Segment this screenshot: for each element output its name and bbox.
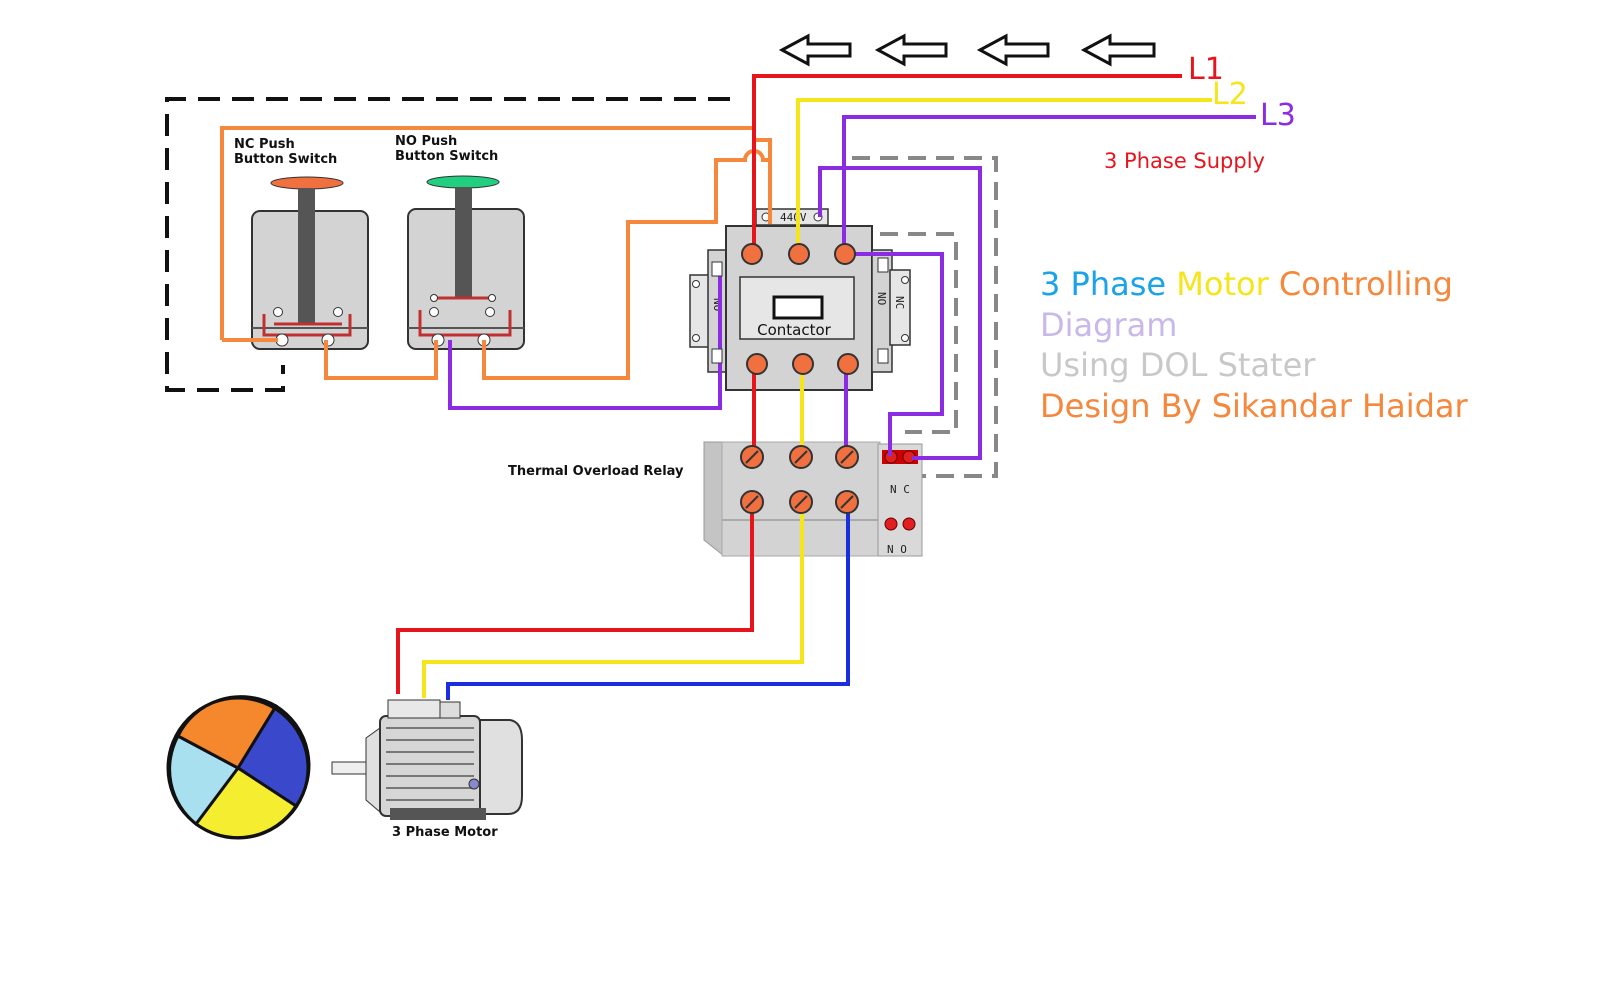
wire-motor-l3 [446, 502, 850, 700]
contactor-aux-right-no-label: NO [875, 292, 888, 305]
aux-enclosure-outline [880, 232, 958, 434]
contactor-coil-voltage: 440V [780, 211, 807, 224]
contactor-aux-left-label: NO [711, 298, 724, 311]
supply-label-l3: L3 [1260, 98, 1296, 133]
supply-label-l1: L1 [1188, 52, 1224, 87]
contactor-aux-right-nc-label: NC [893, 296, 906, 309]
wire-l2 [422, 98, 1212, 698]
arrow-left-icon [1080, 33, 1156, 67]
nc-push-button-switch [251, 176, 369, 350]
wire-l1 [396, 74, 1182, 694]
relay-no-label: N O [887, 543, 907, 556]
title-line-3: Using DOL Stater [1040, 346, 1316, 384]
relay-terminals [740, 445, 859, 514]
nc-button-cap [270, 176, 344, 190]
title-part-3-phase: 3 Phase [1040, 265, 1167, 303]
title-line-1: 3 Phase Motor Controlling [1040, 264, 1453, 304]
contactor-terminals [711, 243, 889, 375]
no-push-button-switch [407, 175, 525, 350]
no-switch-label-2: Button Switch [395, 149, 498, 164]
thermal-overload-relay: N C N O [703, 441, 923, 558]
nc-switch-label-2: Button Switch [234, 152, 337, 167]
supply-label-l2: L2 [1212, 77, 1248, 112]
supply-caption: 3 Phase Supply [1104, 149, 1265, 173]
supply-arrows [778, 33, 1156, 67]
title-part-controlling: Controlling [1278, 265, 1453, 303]
title-line-4: Design By Sikandar Haidar [1040, 387, 1468, 425]
no-button-cap [426, 175, 500, 189]
relay-label: Thermal Overload Relay [508, 464, 684, 479]
title-part-motor: Motor [1176, 265, 1269, 303]
title-line-2: Diagram [1040, 306, 1178, 344]
relay-nc-label: N C [890, 483, 910, 496]
arrow-left-icon [874, 33, 948, 67]
no-switch-label: NO Push [395, 134, 457, 149]
three-phase-motor: 3 Phase Motor [331, 699, 523, 840]
relay-enclosure-outline [852, 156, 998, 478]
arrow-left-icon [976, 33, 1050, 67]
rotation-indicator [166, 695, 311, 840]
nc-switch-label: NC Push [234, 137, 295, 152]
motor-label: 3 Phase Motor [392, 825, 498, 840]
control-enclosure-outline [165, 97, 730, 392]
contactor-label: Contactor [757, 321, 832, 339]
arrow-left-icon [778, 33, 852, 67]
